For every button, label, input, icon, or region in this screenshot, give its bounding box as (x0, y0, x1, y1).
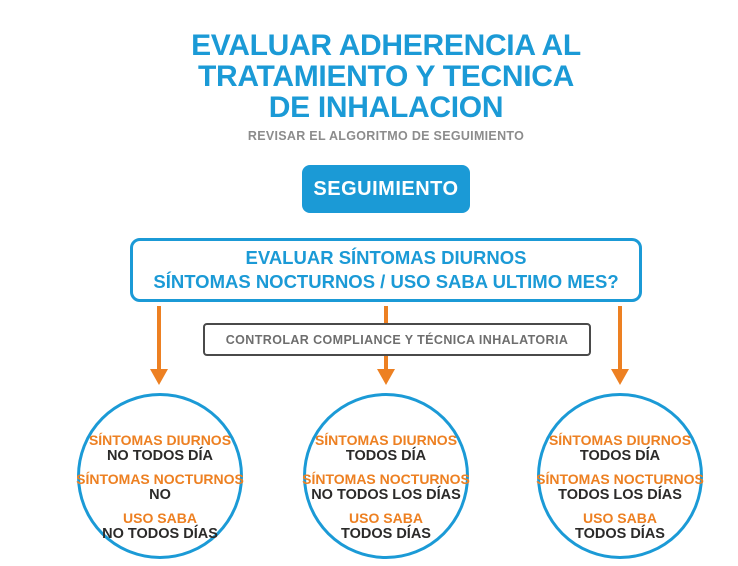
symptom-label: USO SABA (583, 510, 657, 526)
symptom-label: USO SABA (349, 510, 423, 526)
outcome-circle-3: SÍNTOMAS DIURNOS TODOS DÍA SÍNTOMAS NOCT… (536, 393, 704, 559)
symptom-value: TODOS DÍAS (575, 526, 665, 542)
arrow-down-icon (150, 369, 168, 385)
down-arrow-left (150, 306, 168, 385)
symptom-label: SÍNTOMAS DIURNOS (548, 432, 692, 448)
arrow-down-icon (611, 369, 629, 385)
outcome-group: USO SABA TODOS DÍAS (575, 510, 665, 542)
question-box: EVALUAR SÍNTOMAS DIURNOS SÍNTOMAS NOCTUR… (130, 238, 642, 302)
down-arrow-right (611, 306, 629, 385)
compliance-note-label: CONTROLAR COMPLIANCE Y TÉCNICA INHALATOR… (225, 332, 569, 347)
symptom-value: NO (149, 487, 171, 503)
question-line-2: SÍNTOMAS NOCTURNOS / USO SABA ULTIMO MES… (153, 271, 619, 292)
symptom-value: TODOS DÍA (579, 448, 661, 464)
symptom-value: NO TODOS DÍA (106, 448, 214, 464)
page-subtitle: REVISAR EL ALGORITMO DE SEGUIMIENTO (247, 129, 525, 143)
outcome-group: SÍNTOMAS NOCTURNOS TODOS LOS DÍAS (536, 471, 704, 503)
page-title-line-3: DE INHALACION (268, 91, 504, 124)
page-title: EVALUAR ADHERENCIA AL TRATAMIENTO Y TECN… (191, 30, 581, 123)
outcome-group: USO SABA TODOS DÍAS (341, 510, 431, 542)
outcome-group: SÍNTOMAS DIURNOS TODOS DÍA (549, 432, 691, 464)
page-title-line-2: TRATAMIENTO Y TECNICA (198, 60, 574, 93)
symptom-value: TODOS DÍAS (341, 526, 431, 542)
symptom-value: TODOS DÍA (345, 448, 427, 464)
arrow-down-icon (377, 369, 395, 385)
symptom-value: TODOS LOS DÍAS (558, 487, 682, 503)
symptom-label: SÍNTOMAS NOCTURNOS (302, 471, 470, 487)
outcome-group: USO SABA NO TODOS DÍAS (102, 510, 218, 542)
seguimiento-badge-label: SEGUIMIENTO (313, 177, 459, 200)
outcome-group: SÍNTOMAS DIURNOS TODOS DÍA (315, 432, 457, 464)
outcome-group: SÍNTOMAS DIURNOS NO TODOS DÍA (89, 432, 231, 464)
symptom-label: SÍNTOMAS NOCTURNOS (76, 471, 244, 487)
page-title-line-1: EVALUAR ADHERENCIA AL (191, 29, 581, 62)
outcome-circle-2: SÍNTOMAS DIURNOS TODOS DÍA SÍNTOMAS NOCT… (302, 393, 470, 559)
question-line-1: EVALUAR SÍNTOMAS DIURNOS (245, 247, 527, 268)
compliance-note-box: CONTROLAR COMPLIANCE Y TÉCNICA INHALATOR… (203, 323, 591, 356)
symptom-label: USO SABA (123, 510, 197, 526)
arrow-shaft (157, 306, 161, 369)
outcome-circle-1: SÍNTOMAS DIURNOS NO TODOS DÍA SÍNTOMAS N… (76, 393, 244, 559)
symptom-value: NO TODOS DÍAS (102, 526, 218, 542)
arrow-shaft (618, 306, 622, 369)
symptom-label: SÍNTOMAS DIURNOS (314, 432, 458, 448)
seguimiento-badge: SEGUIMIENTO (302, 165, 470, 213)
symptom-label: SÍNTOMAS DIURNOS (88, 432, 232, 448)
outcome-group: SÍNTOMAS NOCTURNOS NO TODOS LOS DÍAS (302, 471, 470, 503)
symptom-label: SÍNTOMAS NOCTURNOS (536, 471, 704, 487)
outcome-group: SÍNTOMAS NOCTURNOS NO (76, 471, 244, 503)
symptom-value: NO TODOS LOS DÍAS (311, 487, 461, 503)
